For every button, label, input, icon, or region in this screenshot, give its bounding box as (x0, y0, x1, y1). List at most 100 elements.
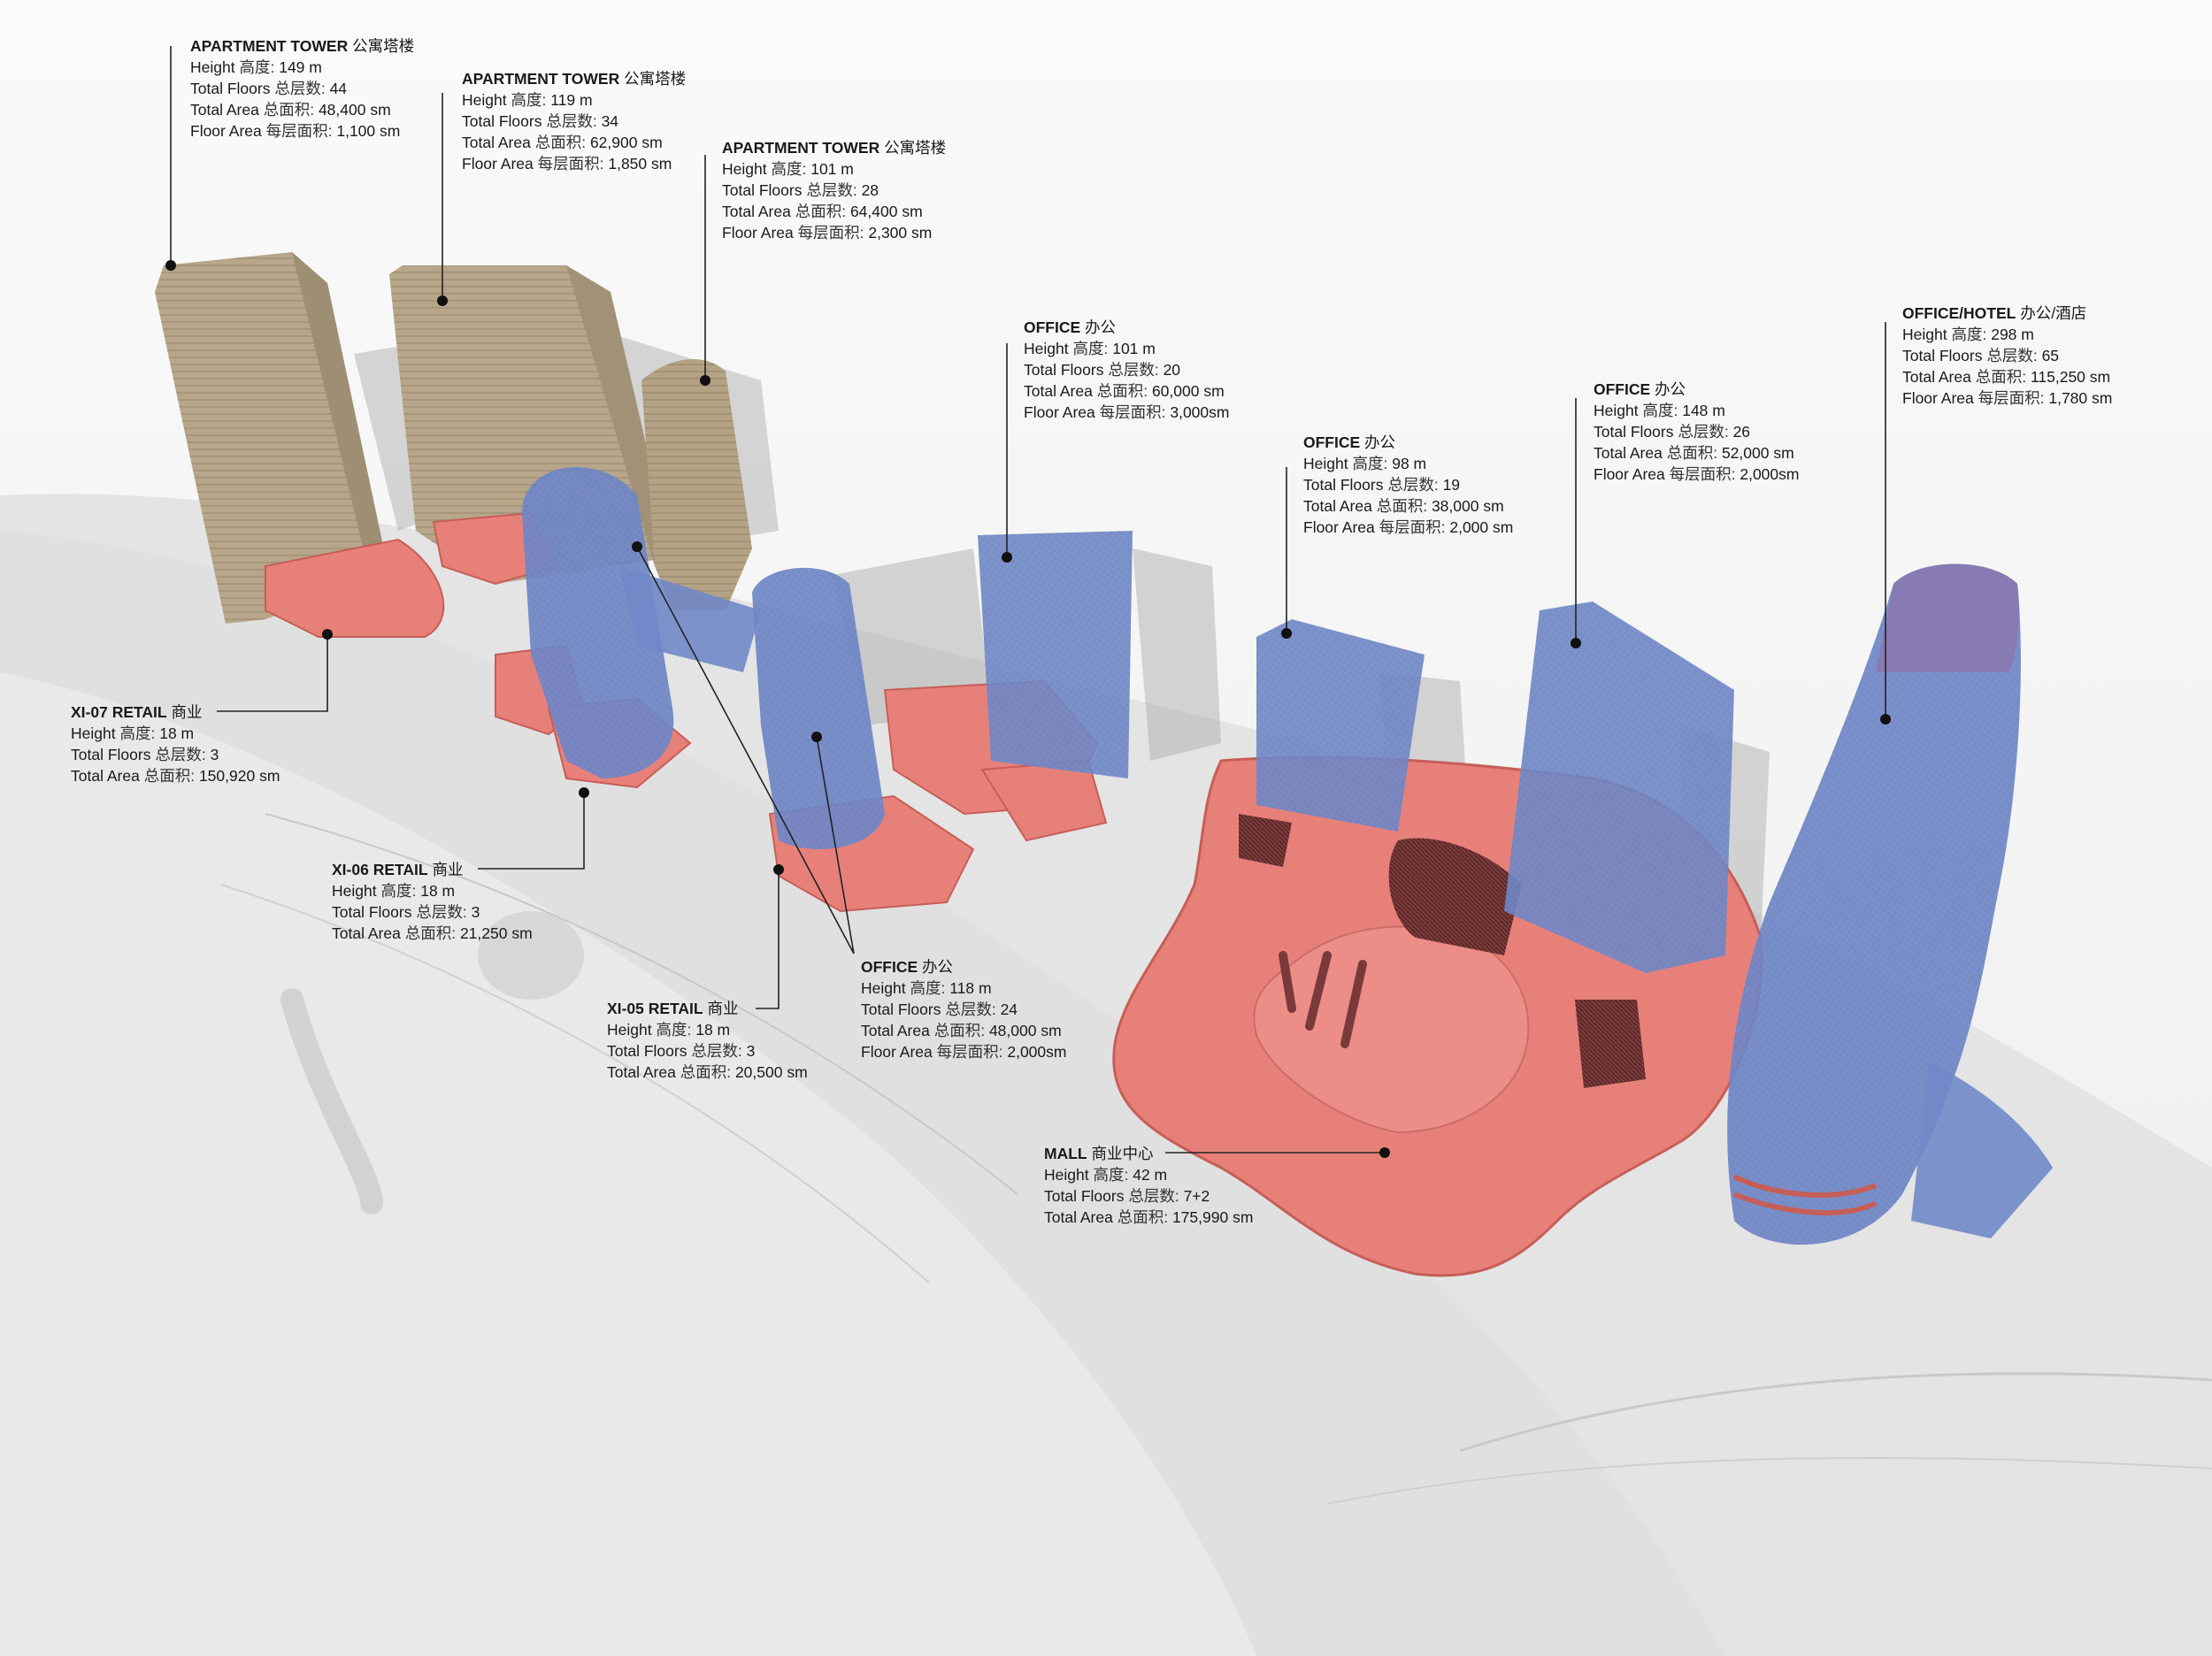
area-label-cn: 总面积: (680, 1063, 732, 1081)
floor-area-label: Floor Area (1594, 465, 1665, 483)
height-value: 18 m (159, 724, 195, 742)
height-label-cn: 高度: (380, 882, 417, 900)
floors-label-cn: 总层数: (155, 746, 206, 763)
floor-area-label: Floor Area (1303, 518, 1375, 536)
label-title: XI-07 RETAIL (71, 703, 167, 721)
floor-area-value: 3,000sm (1170, 403, 1230, 421)
height-label: Height (1902, 326, 1947, 343)
area-label: Total Area (722, 203, 791, 220)
label-title-cn: 商业中心 (1091, 1145, 1154, 1162)
height-label-cn: 高度: (656, 1021, 692, 1039)
floors-label-cn: 总层数: (1678, 423, 1729, 441)
floors-value: 7+2 (1183, 1187, 1210, 1205)
area-label: Total Area (1024, 382, 1093, 400)
floors-label-cn: 总层数: (945, 1000, 996, 1018)
height-value: 18 m (420, 882, 456, 900)
floors-label-cn: 总层数: (806, 181, 857, 199)
floors-label: Total Floors (71, 746, 151, 763)
label-mall: MALL 商业中心 Height 高度: 42 m Total Floors 总… (1044, 1143, 1253, 1228)
label-title: OFFICE (1024, 318, 1081, 336)
floor-area-label-cn: 每层面积: (537, 155, 604, 172)
height-label-cn: 高度: (1093, 1166, 1129, 1184)
leader-dots (165, 260, 1891, 1158)
label-title-cn: 公寓塔楼 (624, 70, 687, 88)
floor-area-label: Floor Area (861, 1043, 933, 1061)
area-value: 175,990 sm (1171, 1208, 1254, 1226)
height-label-cn: 高度: (239, 58, 275, 76)
height-label: Height (1024, 340, 1069, 357)
floors-label-cn: 总层数: (1986, 347, 2038, 364)
height-label-cn: 高度: (771, 160, 807, 178)
office-tower-twisted-2 (752, 567, 885, 849)
floors-value: 3 (746, 1042, 756, 1060)
area-label: Total Area (190, 101, 259, 119)
area-value: 150,920 sm (198, 767, 280, 785)
floor-area-label-cn: 每层面积: (1669, 465, 1736, 483)
floors-label: Total Floors (332, 903, 412, 921)
label-title: OFFICE (861, 958, 918, 976)
floors-label: Total Floors (861, 1000, 941, 1018)
floor-area-value: 1,100 sm (336, 122, 401, 140)
label-title: APARTMENT TOWER (462, 70, 620, 88)
label-office-3: OFFICE 办公 Height 高度: 148 m Total Floors … (1594, 379, 1799, 485)
floor-area-value: 1,780 sm (2048, 389, 2113, 407)
area-label-cn: 总面积: (534, 134, 587, 151)
floors-label: Total Floors (607, 1042, 687, 1060)
floors-value: 24 (1000, 1000, 1018, 1018)
area-label-cn: 总面积: (795, 203, 847, 220)
floors-value: 3 (471, 903, 480, 921)
area-label-cn: 总面积: (404, 924, 457, 942)
floors-value: 34 (601, 112, 619, 130)
office-hotel-tower (1727, 564, 2053, 1246)
floor-area-label: Floor Area (1024, 403, 1095, 421)
floor-area-label-cn: 每层面积: (1978, 389, 2045, 407)
area-label: Total Area (1902, 368, 1971, 386)
height-value: 98 m (1392, 455, 1427, 472)
label-office-hotel: OFFICE/HOTEL 办公/酒店 Height 高度: 298 m Tota… (1902, 303, 2112, 409)
floors-label: Total Floors (1044, 1187, 1125, 1205)
height-label: Height (1594, 402, 1639, 419)
label-title: OFFICE (1594, 380, 1651, 398)
height-label: Height (607, 1021, 652, 1039)
area-label-cn: 总面积: (1975, 368, 2027, 386)
label-office-4: OFFICE 办公 Height 高度: 118 m Total Floors … (861, 956, 1066, 1062)
area-value: 60,000 sm (1151, 382, 1225, 400)
floors-label: Total Floors (190, 80, 271, 97)
area-label-cn: 总面积: (1096, 382, 1148, 400)
floor-area-label-cn: 每层面积: (797, 224, 864, 242)
floor-area-label-cn: 每层面积: (936, 1043, 1003, 1061)
height-label: Height (1044, 1166, 1089, 1184)
area-value: 20,500 sm (734, 1063, 808, 1081)
apartment-tower-1 (155, 252, 389, 624)
height-label: Height (332, 882, 377, 900)
label-title-cn: 办公 (1085, 318, 1117, 336)
office-tower-5 (1504, 602, 1734, 973)
floors-value: 19 (1442, 476, 1461, 494)
label-office-2: OFFICE 办公 Height 高度: 98 m Total Floors 总… (1303, 432, 1513, 538)
label-xi07-retail: XI-07 RETAIL 商业 Height 高度: 18 m Total Fl… (71, 702, 280, 786)
label-apartment-tower-1: APARTMENT TOWER 公寓塔楼 Height 高度: 149 m To… (190, 35, 414, 142)
height-label-cn: 高度: (1951, 326, 1987, 343)
height-label: Height (1303, 455, 1348, 472)
floors-label-cn: 总层数: (691, 1042, 742, 1060)
label-title-cn: 公寓塔楼 (352, 37, 415, 55)
floor-area-label: Floor Area (190, 122, 262, 140)
label-title-cn: 公寓塔楼 (884, 139, 947, 157)
floors-value: 65 (2041, 347, 2060, 364)
floor-area-label-cn: 每层面积: (1099, 403, 1166, 421)
height-label: Height (190, 58, 235, 76)
label-title: APARTMENT TOWER (190, 37, 349, 55)
office-tower-3 (978, 531, 1133, 778)
label-title-cn: 办公 (1364, 433, 1396, 451)
floor-area-label: Floor Area (722, 224, 794, 242)
height-value: 118 m (949, 979, 992, 997)
area-label-cn: 总面积: (1117, 1208, 1169, 1226)
area-label: Total Area (607, 1063, 676, 1081)
area-value: 48,000 sm (988, 1022, 1062, 1039)
floors-label: Total Floors (462, 112, 542, 130)
floors-label: Total Floors (1303, 476, 1384, 494)
area-label: Total Area (71, 767, 140, 785)
label-office-1: OFFICE 办公 Height 高度: 101 m Total Floors … (1024, 317, 1229, 423)
area-value: 38,000 sm (1431, 497, 1504, 515)
